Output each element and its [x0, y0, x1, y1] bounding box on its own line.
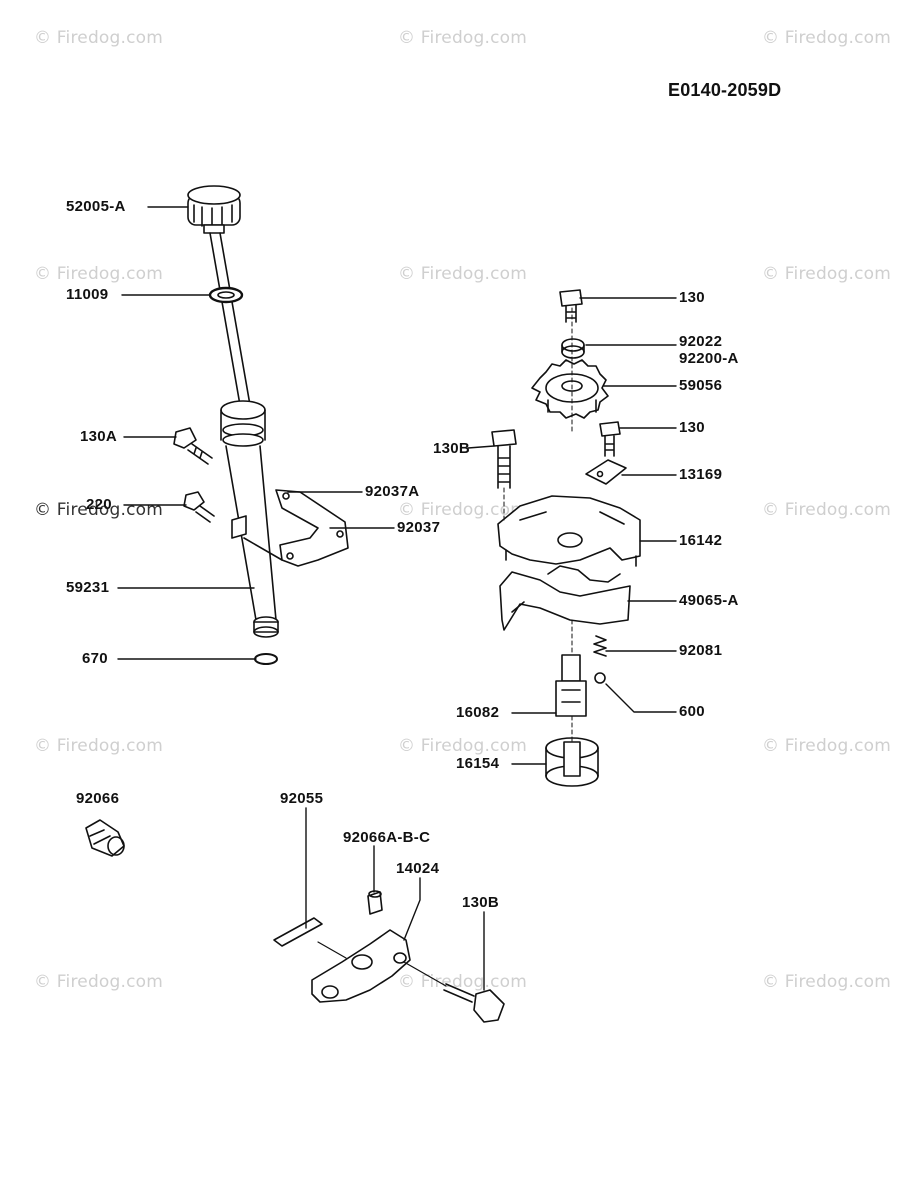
gasket-670	[254, 653, 278, 665]
sleeve-16154	[545, 737, 599, 787]
part-label: 130B	[462, 894, 500, 911]
part-label: 16082	[456, 704, 500, 721]
part-label: 52005-A	[66, 198, 126, 215]
part-label: 49065-A	[679, 592, 739, 609]
spring-92081	[593, 635, 607, 657]
bolt-130-top	[559, 289, 583, 323]
part-label: 92022	[679, 333, 723, 350]
part-label: 16142	[679, 532, 723, 549]
part-label: 130	[679, 289, 705, 306]
clamp-92037	[231, 489, 349, 567]
diagram-id: E0140-2059D	[668, 80, 782, 100]
part-label: 59056	[679, 377, 723, 394]
watermark: © Firedog.com	[762, 28, 892, 48]
bolt-130-mid	[599, 421, 621, 457]
watermark: © Firedog.com	[762, 264, 892, 284]
leader-lines	[117, 206, 677, 991]
governor-housing-16142	[497, 495, 641, 567]
watermark: © Firedog.com	[762, 736, 892, 756]
part-label: 16154	[456, 755, 500, 772]
part-label: 59231	[66, 579, 110, 596]
part-label: 92066A-B-C	[343, 829, 431, 846]
watermark: © Firedog.com	[398, 500, 528, 520]
part-label: 92037A	[365, 483, 420, 500]
plug-92066	[85, 819, 125, 857]
watermark: © Firedog.com	[398, 264, 528, 284]
part-label: 92037	[397, 519, 441, 536]
part-label: 130A	[80, 428, 118, 445]
watermark: © Firedog.com	[398, 28, 528, 48]
part-label: 11009	[66, 286, 109, 303]
part-label: 130	[679, 419, 705, 436]
bolt-220	[183, 491, 215, 523]
pin-92055	[273, 917, 323, 947]
bushing-92066abc	[367, 890, 383, 915]
bolt-130a	[173, 427, 213, 465]
gear-59056	[531, 359, 609, 419]
ball-600	[594, 672, 606, 684]
part-label: 670	[82, 650, 108, 667]
part-label: 130B	[433, 440, 471, 457]
watermark: © Firedog.com	[398, 736, 528, 756]
plate-13169	[585, 459, 627, 485]
dipstick-rod	[209, 232, 251, 406]
part-label: 13169	[679, 466, 723, 483]
watermark: © Firedog.com	[34, 28, 164, 48]
part-label: 92066	[76, 790, 120, 807]
watermark: © Firedog.com	[762, 500, 892, 520]
dipstick-cap	[187, 185, 241, 234]
lever-14024	[311, 929, 411, 1003]
part-label: 14024	[396, 860, 440, 877]
part-label: 92200-A	[679, 350, 739, 367]
watermark: © Firedog.com	[34, 264, 164, 284]
watermark: © Firedog.com	[762, 972, 892, 992]
part-label: 92081	[679, 642, 723, 659]
washer-92022	[561, 338, 585, 359]
guide-49065a	[499, 565, 631, 631]
part-label: 92055	[280, 790, 324, 807]
shaft-16082	[555, 654, 587, 717]
bolt-130b-mid	[491, 429, 517, 489]
part-label: 220	[86, 496, 112, 513]
part-label: 600	[679, 703, 705, 720]
o-ring-11009	[208, 286, 244, 304]
watermark: © Firedog.com	[34, 972, 164, 992]
watermark: © Firedog.com	[34, 736, 164, 756]
oil-filler-tube	[220, 400, 279, 638]
bolt-130b-low	[443, 983, 505, 1023]
